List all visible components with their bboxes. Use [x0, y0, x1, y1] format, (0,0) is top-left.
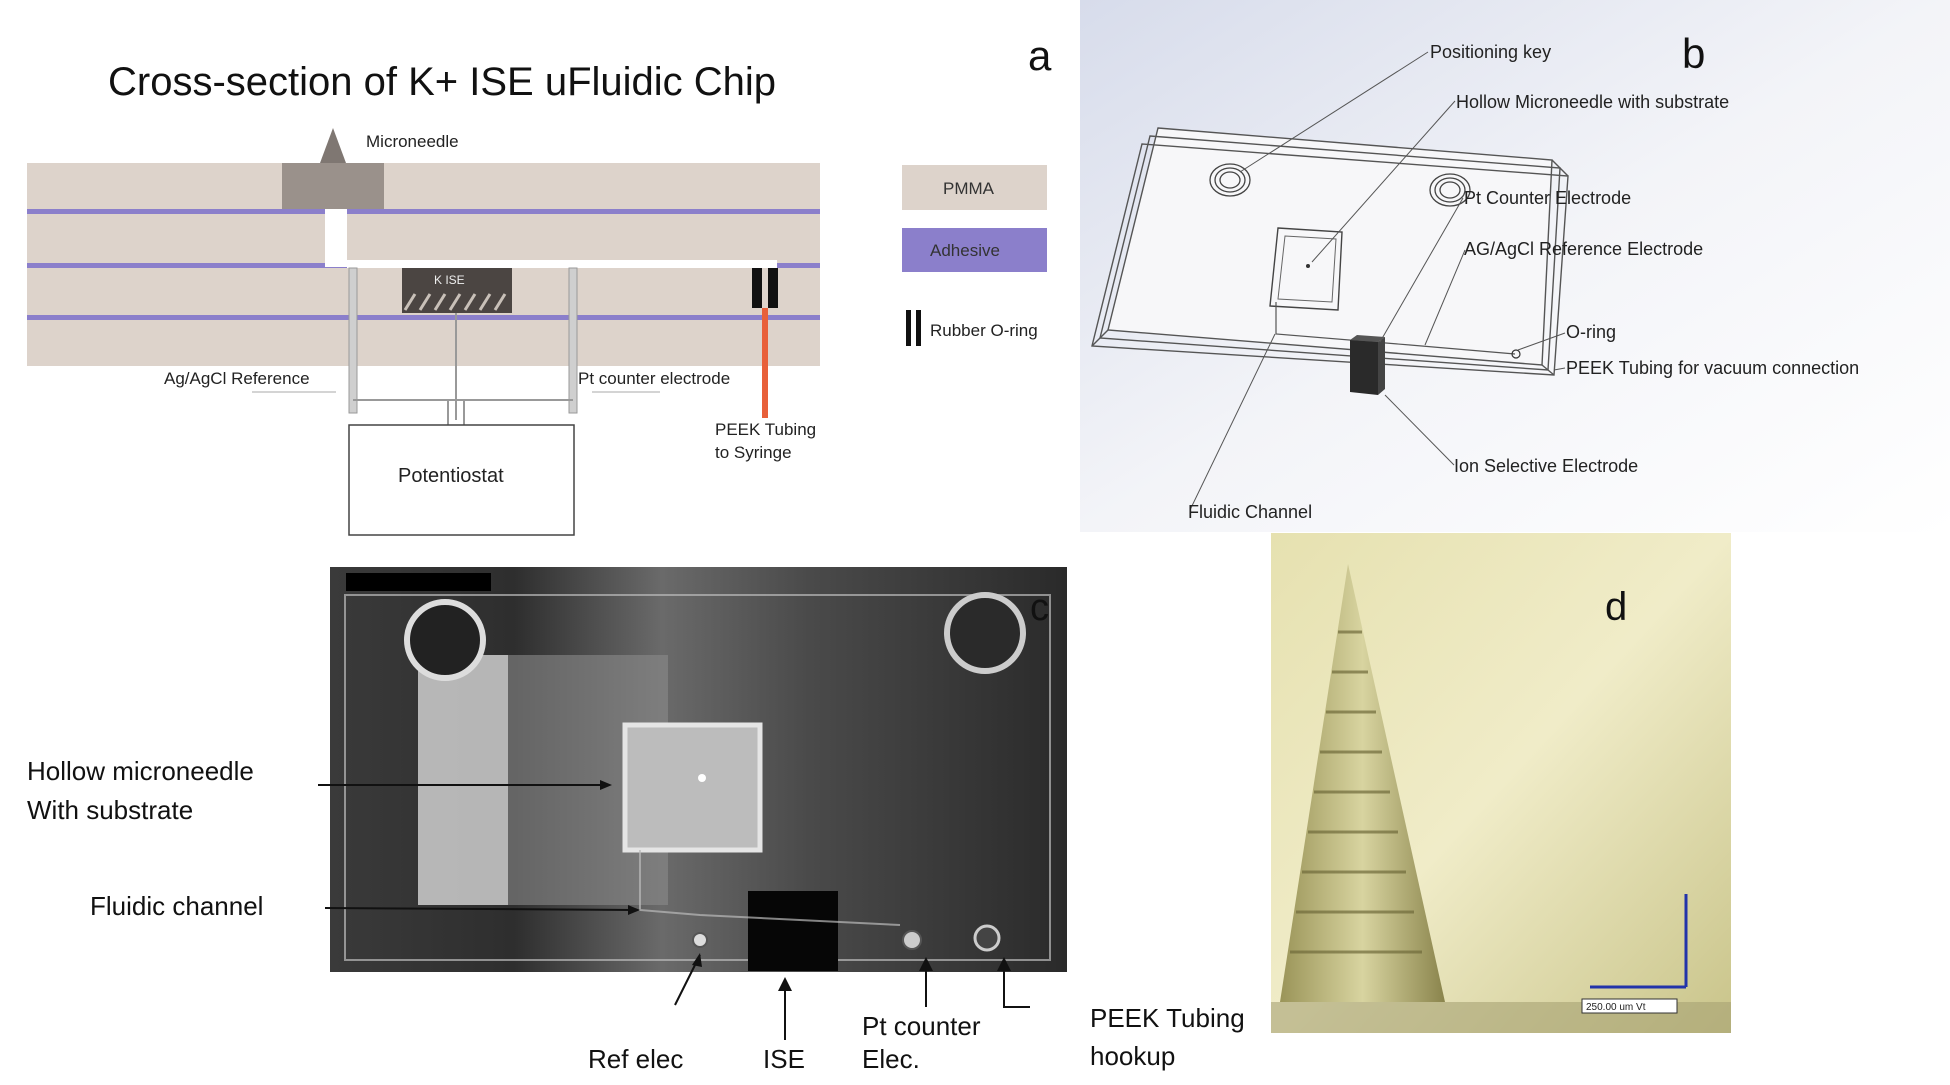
photo-channel: [639, 850, 901, 926]
b-pt-counter: Pt Counter Electrode: [1464, 188, 1631, 208]
b-positioning-key: Positioning key: [1430, 42, 1551, 62]
positioning-key-right: [1429, 173, 1471, 207]
adhesive-line-1: [27, 209, 820, 214]
substrate-square: [1269, 227, 1343, 311]
scale-bar-black: [346, 573, 491, 591]
photo-needle: [698, 774, 706, 782]
panel-a: a Cross-section of K+ ISE uFluidic Chip …: [0, 0, 1080, 545]
peek-label-1: PEEK Tubing: [715, 420, 816, 439]
legend-adhesive-swatch: [902, 228, 1047, 272]
panel-d-letter: d: [1605, 585, 1627, 629]
photo-ise: [748, 891, 838, 971]
c-peek-2: hookup: [1090, 1041, 1175, 1071]
microneedle-substrate: [282, 163, 384, 209]
c-ise: ISE: [763, 1044, 805, 1074]
scale-label-box: [1581, 998, 1678, 1014]
legend-pmma-swatch: [902, 165, 1047, 210]
scale-label: 250.00 um Vt: [1586, 1002, 1646, 1013]
photo-hole-right: [944, 592, 1026, 674]
chip-3d-render: b Positioning key: [1080, 0, 1950, 532]
o-ring-circle: [1511, 349, 1521, 359]
c-ref: Ref elec: [588, 1044, 683, 1074]
ise-label: K ISE: [434, 273, 465, 287]
c-peek-arrow: [1003, 965, 1030, 1008]
positioning-key-left: [1209, 163, 1251, 197]
b-ise: Ion Selective Electrode: [1454, 456, 1638, 476]
ise-block: [402, 268, 512, 313]
panel-d: d 250.00 um Vt: [1270, 532, 1740, 1042]
horizontal-channel: [347, 260, 777, 268]
legend-pmma-label: PMMA: [943, 179, 995, 198]
panel-b-letter: b: [1682, 30, 1705, 77]
panel-b: b Positioning key: [1080, 0, 1950, 532]
ag-ref-label: Ag/AgCl Reference: [164, 369, 310, 388]
c-peek-arrowhead: [997, 957, 1011, 971]
vertical-channel: [325, 209, 347, 267]
pmma-layer-1: [27, 163, 820, 209]
ise-cube: [1350, 335, 1385, 395]
c-peek-1: PEEK Tubing: [1090, 1003, 1245, 1033]
c-ref-arrowhead: [692, 953, 702, 967]
b-peek: PEEK Tubing for vacuum connection: [1566, 358, 1859, 378]
c-fluidic-arrow: [324, 907, 636, 911]
pt-counter-label: Pt counter electrode: [578, 369, 730, 388]
c-pt-2: Elec.: [862, 1044, 920, 1074]
ag-ref-electrode: [348, 267, 358, 414]
microneedle-cone: [1280, 564, 1445, 1002]
c-fluidic-arrowhead: [628, 905, 640, 915]
microneedle-label: Microneedle: [366, 132, 459, 151]
panel-a-title: Cross-section of K+ ISE uFluidic Chip: [108, 60, 776, 104]
panel-c-letter: c: [1030, 587, 1049, 629]
photo-reflection-1: [418, 655, 508, 905]
legend-oring-label: Rubber O-ring: [930, 321, 1038, 340]
legend-adhesive-label: Adhesive: [930, 241, 1000, 260]
pmma-layer-2: [27, 214, 820, 263]
photo-hole-left: [404, 599, 486, 681]
microneedle-micrograph: d 250.00 um Vt: [1271, 533, 1731, 1033]
substrate-inner: [1277, 235, 1337, 303]
pt-counter-electrode: [568, 267, 578, 414]
b-fluidic: Fluidic Channel: [1188, 502, 1312, 522]
b-reference: AG/AgCl Reference Electrode: [1464, 239, 1703, 259]
c-fluidic: Fluidic channel: [90, 891, 263, 921]
fluidic-channel: [1275, 302, 1516, 355]
photo-pt-port: [902, 930, 922, 950]
o-ring-gap: [762, 268, 768, 308]
cross-section-diagram: a Cross-section of K+ ISE uFluidic Chip …: [27, 32, 1052, 536]
panel-a-letter: a: [1028, 32, 1052, 79]
peek-tubing: [762, 308, 768, 418]
adhesive-line-3: [27, 315, 820, 320]
c-hollow-arrowhead: [600, 780, 612, 790]
leader-lines: [1189, 51, 1566, 511]
potentiostat-box: [348, 424, 575, 536]
ise-hatch: [403, 293, 507, 311]
c-pt-arrowhead: [919, 957, 933, 971]
pmma-layer-4: [27, 320, 820, 366]
c-ise-arrowhead: [778, 977, 792, 991]
legend-oring-gap: [911, 310, 916, 346]
photo-ref-port: [692, 932, 708, 948]
c-pt-1: Pt counter: [862, 1011, 981, 1041]
peek-label-2: to Syringe: [715, 443, 792, 462]
photo-peek-port: [973, 924, 1001, 952]
chip-photo: c Hollow microneedle With substrate Flui…: [27, 567, 1245, 1074]
needle-ridges: [1290, 630, 1422, 954]
b-hollow-needle: Hollow Microneedle with substrate: [1456, 92, 1729, 112]
microneedle-dot: [1306, 264, 1310, 268]
microneedle-tip: [320, 128, 346, 163]
c-hollow-1: Hollow microneedle: [27, 756, 254, 786]
b-o-ring: O-ring: [1566, 322, 1616, 342]
c-hollow-2: With substrate: [27, 795, 193, 825]
potentiostat-label: Potentiostat: [398, 465, 504, 487]
panel-c: c Hollow microneedle With substrate Flui…: [0, 545, 1270, 1080]
photo-substrate: [622, 722, 763, 853]
